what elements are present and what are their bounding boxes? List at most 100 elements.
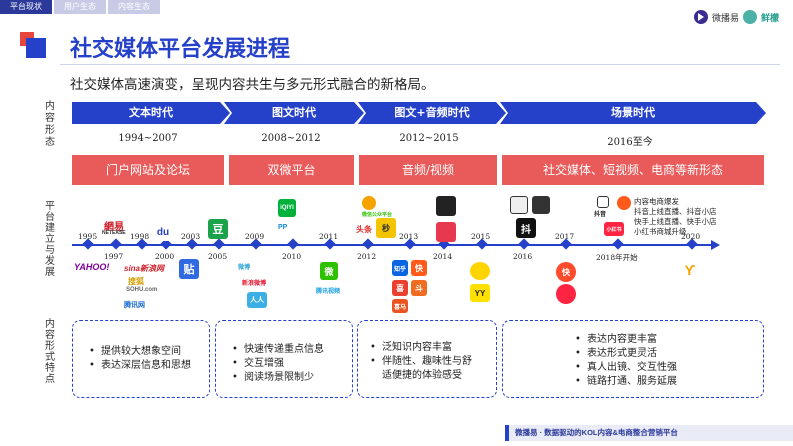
- renren-logo: 人人: [247, 292, 267, 308]
- timeline-tick: [612, 238, 624, 250]
- miaopai-logo: 秒: [376, 218, 396, 238]
- timeline-tick: [213, 238, 225, 250]
- top-tabs: 平台现状 用户生态 内容生态: [0, 0, 162, 14]
- feature-item: 伴随性、趣味性与舒: [370, 355, 472, 369]
- feature-item: 交互增强: [232, 357, 324, 371]
- douyin-label: 抖音: [594, 212, 607, 218]
- brand-logos: 微播易 鲜檬: [693, 10, 779, 24]
- brand-logo1-text: 微播易: [711, 12, 739, 23]
- feature-item: 表达深层信息和思想: [89, 359, 191, 373]
- year-label: 2011: [319, 232, 339, 241]
- iqiyi-logo: iQIYI: [278, 199, 296, 217]
- year-label: 2018年开始: [596, 253, 638, 262]
- row-label-content-feature: 内容形式特点: [41, 318, 55, 388]
- year-label: 2005: [208, 252, 228, 261]
- feature-box-1: 提供较大想象空间 表达深层信息和思想: [72, 320, 210, 398]
- era-text: 文本时代: [72, 102, 230, 124]
- era-scene: 场景时代: [500, 102, 766, 124]
- weiboyi-logo-icon: [693, 10, 708, 24]
- zhihu-logo: 知乎: [392, 260, 408, 276]
- douyu-logo: [362, 196, 376, 210]
- douyin-logo-text: 抖: [521, 224, 531, 236]
- app-logo-black: [532, 196, 550, 214]
- kuaishou-logo: 快: [411, 260, 427, 276]
- title-mark-blue: [26, 38, 46, 58]
- feature-box-4: 表达内容更丰富 表达形式更灵活 真人出镜、交互性强 链路打通、服务延展: [502, 320, 764, 398]
- timeline-axis: [72, 240, 720, 250]
- tencent-news-logo: 腾讯网: [124, 302, 145, 309]
- page-subtitle: 社交媒体高速演变，呈现内容共生与多元形式融合的新格局。: [70, 77, 435, 93]
- douyu-app-logo: 斗: [411, 280, 427, 296]
- timeline-tick: [110, 238, 122, 250]
- tab-content-ecology[interactable]: 内容生态: [108, 0, 160, 14]
- feature-box-3: 泛知识内容丰富 伴随性、趣味性与舒 适便捷的体验感受: [357, 320, 497, 398]
- tab-user-ecology[interactable]: 用户生态: [54, 0, 106, 14]
- wechat-logo: 微: [320, 262, 338, 280]
- year-label: 2009: [245, 232, 265, 241]
- baidu-logo: du: [152, 223, 174, 241]
- ximalaya-logo: 喜马: [392, 299, 408, 313]
- row-label-platform-dev-text: 平台建立与发展: [42, 200, 54, 277]
- content-form-4: 社交媒体、短视频、电商等新形态: [502, 155, 764, 185]
- row-label-platform-dev: 平台建立与发展: [41, 200, 55, 281]
- douyin-logo: 抖: [516, 218, 536, 238]
- weibo-logo: 新浪微博: [242, 281, 267, 287]
- tieba-logo: 贴: [179, 259, 199, 279]
- sohu-en-logo: SOHU.com: [126, 287, 158, 293]
- iqiyi-logo-text: iQIYI: [280, 205, 294, 211]
- era-image-audio: 图文+音频时代: [358, 102, 506, 124]
- ecom-notes: 内容电商爆发 抖音上线直播、抖音小店 快手上线直播、快手小店 小红书商城升级: [634, 197, 717, 237]
- pplive-logo: PP: [278, 224, 288, 231]
- footer-banner: 微播易 · 数据驱动的KOL内容&电商整合营销平台: [505, 425, 793, 441]
- sohu-logo: 搜狐: [128, 277, 144, 286]
- year-label: 2016: [513, 252, 533, 261]
- ecom-note: 快手上线直播、快手小店: [634, 217, 717, 226]
- douban-logo-text: 豆: [212, 224, 224, 236]
- toutiao-logo: 头条: [356, 225, 372, 234]
- kuaishou2-logo: 快: [556, 262, 576, 282]
- brand-logo2-text: 鲜檬: [760, 12, 779, 23]
- feature-item: 适便捷的体验感受: [382, 370, 462, 381]
- app-logo-red: [436, 222, 456, 242]
- app-logo-red-round: [556, 284, 576, 304]
- tab-platform-status[interactable]: 平台现状: [0, 0, 52, 14]
- era-years-1: 1994~2007: [118, 133, 178, 144]
- feature-item: 阅读场景限制少: [232, 371, 324, 385]
- ecom-note: 小红书商城升级: [634, 227, 687, 236]
- year-label: 1998: [130, 232, 150, 241]
- feature-item: 链路打通、服务延展: [575, 375, 677, 389]
- era-years-2: 2008~2012: [261, 133, 321, 144]
- yy-logo: YY: [470, 284, 490, 302]
- xiaohongshu-logo: 小红书: [604, 222, 624, 236]
- timeline-tick: [518, 238, 530, 250]
- year-label: 2014: [433, 252, 453, 261]
- feature-item: 快速传递重点信息: [232, 343, 324, 357]
- year-label: 2000: [155, 252, 175, 261]
- wechat-public-logo: 微信公众平台: [362, 212, 393, 218]
- feature-item: 提供较大想象空间: [89, 345, 191, 359]
- year-label: 2020: [681, 232, 701, 241]
- wechat-logo-text: 微: [324, 266, 334, 277]
- era-years-4: 2016至今: [607, 137, 653, 148]
- netease-en-logo: NETEASE: [102, 230, 126, 236]
- row-label-content-feature-text: 内容形式特点: [42, 318, 54, 384]
- xianmeng-logo-icon: [742, 10, 757, 24]
- era-years-3: 2012~2015: [399, 133, 459, 144]
- year-label: 2015: [471, 232, 491, 241]
- douyu-app-logo-text: 斗: [415, 283, 423, 293]
- year-label: 1997: [104, 252, 124, 261]
- timeline-tick: [287, 238, 299, 250]
- miaopai-logo-text: 秒: [382, 223, 390, 233]
- sina-logo: sina新浪网: [124, 264, 165, 273]
- feature-item: 表达内容更丰富: [575, 333, 677, 347]
- timeline-tick: [362, 238, 374, 250]
- feature-item: 表达形式更灵活: [575, 347, 677, 361]
- year-label: 1995: [78, 232, 98, 241]
- xiaohongshu-logo-text: 小红书: [606, 226, 622, 233]
- content-form-1: 门户网站及论坛: [72, 155, 224, 185]
- year-label: 2010: [282, 252, 302, 261]
- tieba-logo-text: 贴: [183, 264, 195, 276]
- year-label: 2017: [555, 232, 575, 241]
- content-form-2: 双微平台: [229, 155, 354, 185]
- kuaishou-small-icon: [617, 196, 631, 210]
